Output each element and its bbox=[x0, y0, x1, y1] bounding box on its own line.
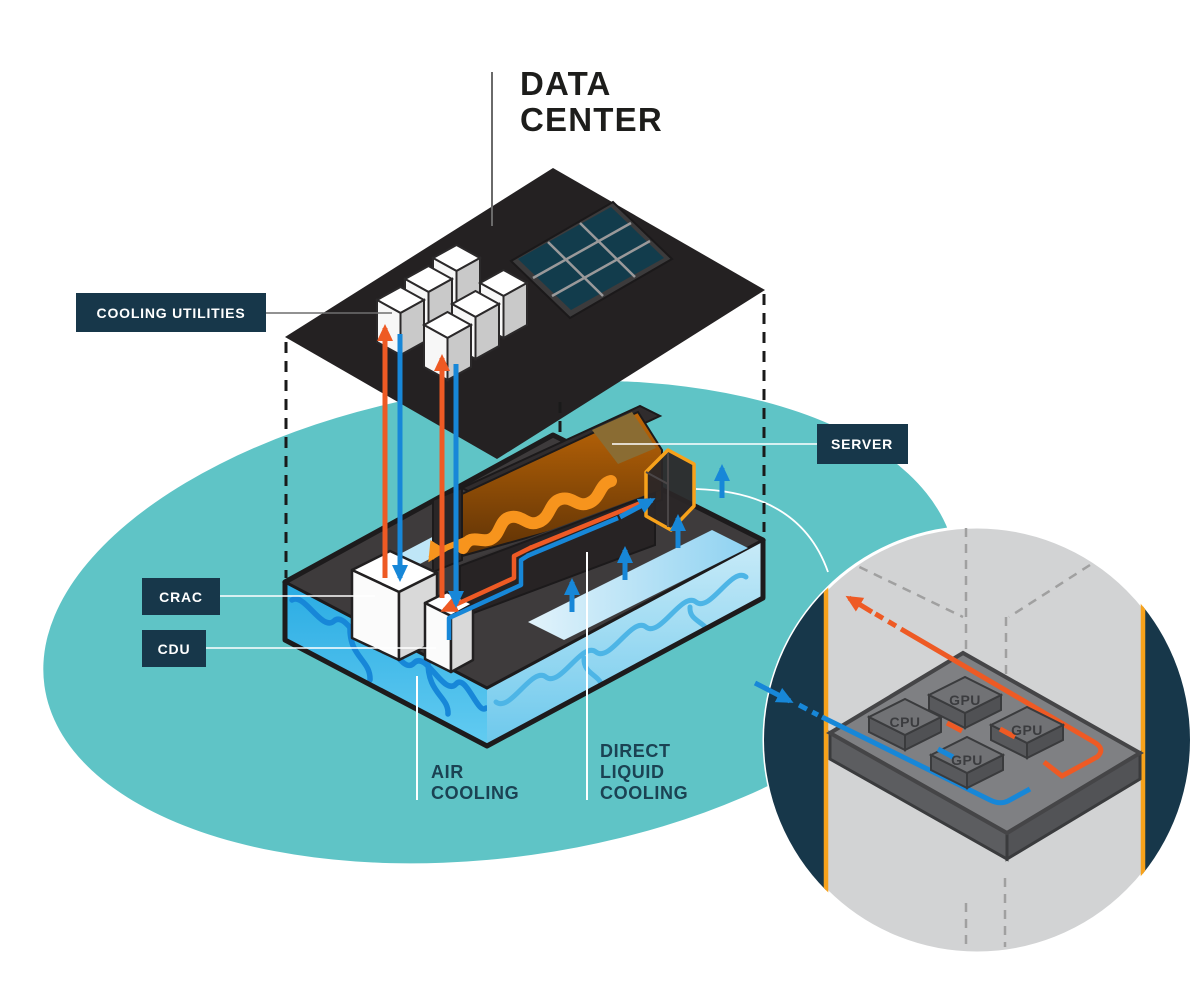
riser-pipes bbox=[377, 324, 464, 608]
page-title-line2: CENTER bbox=[520, 101, 663, 138]
gpu-board bbox=[826, 650, 1144, 862]
chip-label-gpu-top: GPU bbox=[949, 692, 981, 708]
dlc-line3: COOLING bbox=[600, 783, 688, 803]
air-cooling-line1: AIR bbox=[431, 762, 464, 782]
dlc-line2: LIQUID bbox=[600, 762, 665, 782]
callout-server: SERVER bbox=[612, 424, 908, 464]
inset-pipe-stubs bbox=[936, 720, 1017, 760]
hot-air-wave-arrow bbox=[457, 475, 617, 554]
inset-dashed-bottom bbox=[964, 878, 1007, 950]
floor-vent-strip bbox=[528, 530, 748, 640]
datacenter-roof bbox=[285, 168, 765, 459]
annotation-air-cooling: AIR COOLING bbox=[416, 676, 519, 803]
cooling-utilities-label: COOLING UTILITIES bbox=[97, 305, 246, 321]
inset-hot-pipe bbox=[899, 626, 1104, 779]
cdu-label: CDU bbox=[158, 641, 191, 657]
chip-label-gpu-bottom: GPU bbox=[951, 752, 983, 768]
air-cooling-line2: COOLING bbox=[431, 783, 519, 803]
air-flow-up-arrows bbox=[564, 464, 730, 612]
inset-flow-arrows-in bbox=[797, 595, 898, 718]
chip-label-gpu-right: GPU bbox=[1011, 722, 1043, 738]
inset-dashed-edges bbox=[844, 528, 1091, 682]
title-block: DATA CENTER bbox=[491, 65, 663, 226]
floor-outline bbox=[282, 432, 766, 749]
hot-air-intake-arrow bbox=[428, 534, 474, 563]
rack-liquid-pipes bbox=[440, 497, 656, 640]
solar-panel bbox=[509, 200, 674, 320]
projection-dashed-lines bbox=[284, 294, 766, 578]
chip-labels: GPU CPU GPU GPU bbox=[889, 692, 1042, 768]
inset-cold-pipe bbox=[820, 714, 1032, 806]
dlc-line1: DIRECT bbox=[600, 741, 671, 761]
callout-crac: CRAC bbox=[142, 578, 375, 615]
floor-water-right-face bbox=[487, 540, 763, 746]
callout-cooling-utilities: COOLING UTILITIES bbox=[76, 293, 392, 332]
inset-cold-entry-arrow bbox=[753, 680, 794, 704]
page-title-line1: DATA bbox=[520, 65, 612, 102]
chip-label-cpu: CPU bbox=[889, 714, 920, 730]
server-label: SERVER bbox=[831, 436, 893, 452]
crac-label: CRAC bbox=[159, 589, 203, 605]
rack-interior-top-shade bbox=[592, 412, 656, 464]
callout-cdu: CDU bbox=[142, 630, 436, 667]
annotation-direct-liquid-cooling: DIRECT LIQUID COOLING bbox=[586, 552, 688, 803]
